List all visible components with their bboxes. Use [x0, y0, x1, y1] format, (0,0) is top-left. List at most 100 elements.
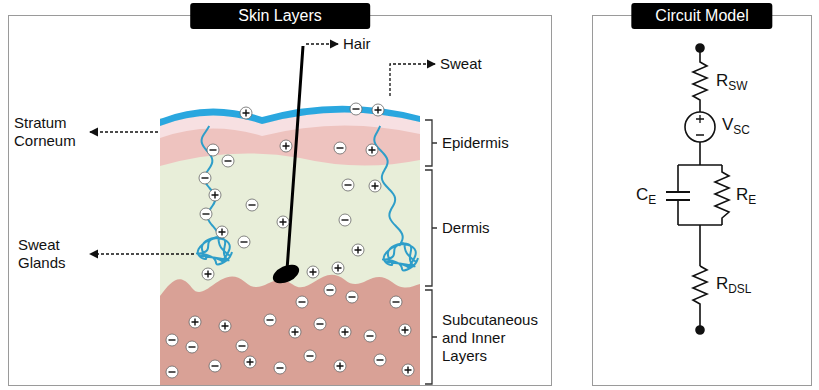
part-label: Epidermis	[442, 134, 509, 152]
charge-circle	[244, 356, 256, 368]
symbol-subscript: DSL	[728, 282, 751, 296]
charge-symbol	[209, 189, 221, 201]
charge-symbol	[280, 140, 292, 152]
charge-symbol	[296, 296, 308, 308]
leader-arrow	[390, 64, 435, 96]
wire	[678, 142, 722, 225]
charge-symbol	[277, 216, 289, 228]
charge-sign	[335, 265, 342, 272]
bracket	[425, 120, 437, 166]
part-label: Dermis	[442, 219, 490, 237]
charge-sign	[189, 346, 196, 347]
charge-symbol	[244, 356, 256, 368]
charge-sign	[349, 296, 356, 297]
charge-symbol	[324, 284, 336, 296]
component-label: RE	[736, 184, 756, 211]
charge-symbol	[339, 326, 351, 338]
charge-sign	[375, 107, 382, 114]
charge-symbol	[334, 142, 346, 154]
charge-sign	[405, 367, 412, 374]
epidermis-layer	[160, 112, 420, 166]
charge-circle	[296, 296, 308, 308]
charge-symbol	[307, 266, 319, 278]
charge-symbol	[342, 179, 354, 191]
charge-circle	[166, 366, 178, 378]
charge-circle	[289, 326, 301, 338]
symbol-subscript: E	[648, 193, 656, 207]
charge-sign	[292, 329, 299, 336]
charge-sign	[337, 363, 344, 370]
charge-circle	[314, 318, 326, 330]
charge-circle	[207, 144, 219, 156]
charge-circle	[240, 107, 252, 119]
charge-symbol	[350, 103, 362, 115]
charge-circle	[334, 360, 346, 372]
charge-symbol	[369, 180, 381, 192]
charge-sign	[337, 147, 344, 148]
panel-heading: Skin Layers	[190, 3, 370, 29]
charge-sign	[169, 339, 176, 340]
charge-sign	[372, 183, 379, 190]
component-label: CE	[636, 184, 656, 211]
symbol-letter: C	[636, 185, 648, 204]
charge-circle	[277, 216, 289, 228]
charge-symbol	[264, 314, 276, 326]
charge-symbol	[236, 340, 248, 352]
charge-circle	[274, 362, 286, 374]
charge-symbol	[200, 208, 212, 220]
charge-circle	[390, 296, 402, 308]
charge-circle	[209, 189, 221, 201]
charge-circle	[372, 104, 384, 116]
charge-circle	[332, 262, 344, 274]
symbol-subscript: SC	[733, 123, 750, 137]
charge-sign	[402, 327, 409, 334]
charge-circle	[219, 320, 231, 332]
charge-symbol	[202, 268, 214, 280]
charge-sign	[307, 355, 314, 356]
ion-charges	[166, 103, 414, 378]
charge-circle	[366, 144, 378, 156]
charge-circle	[369, 180, 381, 192]
component-label: RSW	[716, 70, 747, 97]
charge-sign	[342, 329, 349, 336]
leader-arrow	[306, 43, 338, 44]
panel-heading: Circuit Model	[631, 3, 772, 29]
charge-sign	[192, 319, 199, 326]
charge-sign	[241, 241, 248, 242]
symbol-letter: R	[716, 274, 728, 293]
charge-circle	[199, 172, 211, 184]
charge-sign	[212, 365, 219, 366]
charge-symbol	[207, 144, 219, 156]
charge-symbol	[364, 330, 376, 342]
charge-circle	[209, 360, 221, 372]
panel-box: Circuit Model	[592, 15, 812, 386]
charge-symbol	[222, 155, 234, 167]
voltage-source-symbol	[685, 112, 715, 142]
part-label: Subcutaneous and Inner Layers	[442, 311, 548, 365]
resistor-symbol	[693, 48, 707, 112]
charge-circle	[280, 140, 292, 152]
leader-arrow	[90, 131, 158, 132]
charge-symbol	[199, 172, 211, 184]
charge-sign	[369, 147, 376, 154]
charge-sign	[345, 184, 352, 185]
charge-symbol	[186, 341, 198, 353]
charge-sign	[210, 149, 217, 150]
sweat-glands	[197, 126, 418, 270]
charge-circle	[264, 314, 276, 326]
charge-sign	[277, 367, 284, 368]
symbol-letter: R	[716, 71, 728, 90]
charge-sign	[239, 345, 246, 346]
charge-sign	[243, 110, 250, 117]
component-label: VSC	[722, 114, 750, 141]
charge-symbol	[216, 226, 228, 238]
charge-circle	[342, 179, 354, 191]
charge-sign	[367, 335, 374, 336]
layer-brackets	[425, 120, 437, 384]
charge-circle	[350, 103, 362, 115]
sweat-gland-coil	[383, 243, 418, 270]
charge-sign	[249, 204, 256, 205]
resistor-symbol	[693, 266, 707, 330]
charge-sign	[353, 108, 360, 109]
charge-sign	[222, 323, 229, 330]
